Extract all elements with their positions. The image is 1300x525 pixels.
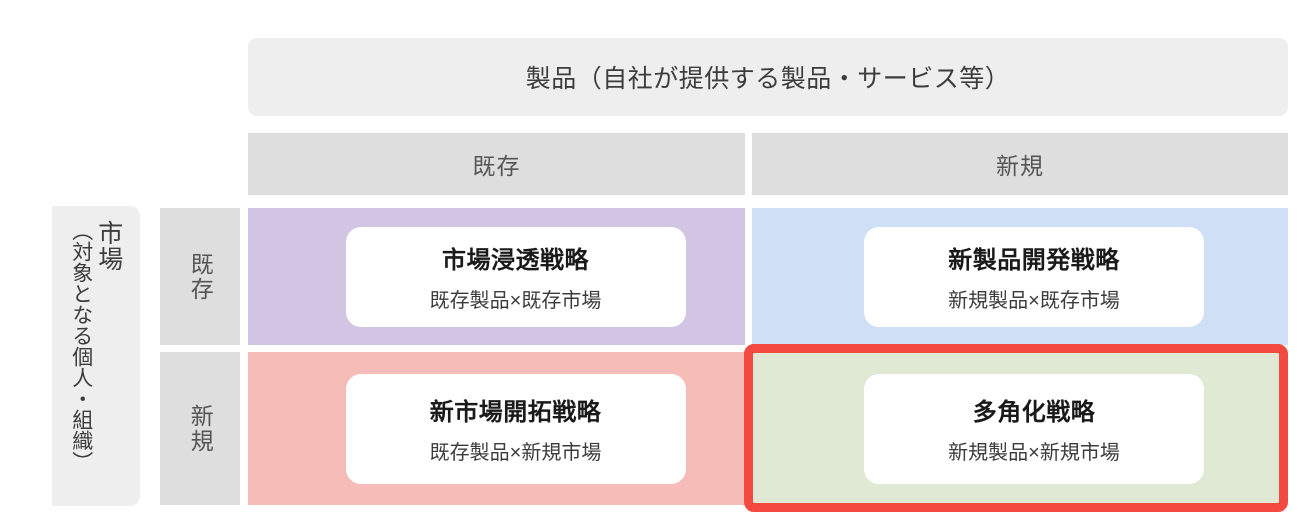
strategy-subtitle: 既存製品×新規市場 xyxy=(429,442,602,464)
strategy-card-market-development: 新市場開拓戦略 既存製品×新規市場 xyxy=(345,373,686,484)
strategy-card-product-development: 新製品開発戦略 新規製品×既存市場 xyxy=(864,226,1204,327)
row-header-new: 新規 xyxy=(160,352,240,505)
strategy-title: 多角化戦略 xyxy=(972,399,1096,426)
column-header-existing-label: 既存 xyxy=(472,153,521,179)
strategy-card-market-penetration: 市場浸透戦略 既存製品×既存市場 xyxy=(345,226,686,327)
strategy-title: 市場浸透戦略 xyxy=(442,247,589,274)
market-axis-subtitle: （対象となる個人・組織） xyxy=(69,220,93,472)
strategy-title: 新製品開発戦略 xyxy=(948,247,1120,274)
strategy-subtitle: 新規製品×既存市場 xyxy=(948,290,1120,312)
strategy-title: 新市場開拓戦略 xyxy=(429,399,602,426)
market-axis-header: 市場 （対象となる個人・組織） xyxy=(52,206,140,506)
quadrant-diversification: 多角化戦略 新規製品×新規市場 xyxy=(752,352,1288,505)
market-axis-title: 市場 xyxy=(94,220,123,272)
row-header-existing: 既存 xyxy=(160,208,240,345)
strategy-card-diversification: 多角化戦略 新規製品×新規市場 xyxy=(864,373,1204,484)
column-header-new: 新規 xyxy=(752,133,1288,195)
column-header-new-label: 新規 xyxy=(996,153,1044,179)
quadrant-market-development: 新市場開拓戦略 既存製品×新規市場 xyxy=(248,352,745,505)
product-axis-header: 製品（自社が提供する製品・サービス等） xyxy=(248,38,1288,116)
product-axis-title: 製品（自社が提供する製品・サービス等） xyxy=(525,65,1011,93)
quadrant-market-penetration: 市場浸透戦略 既存製品×既存市場 xyxy=(248,208,745,345)
strategy-subtitle: 既存製品×既存市場 xyxy=(429,290,602,312)
strategy-subtitle: 新規製品×新規市場 xyxy=(948,442,1120,464)
quadrant-product-development: 新製品開発戦略 新規製品×既存市場 xyxy=(752,208,1288,345)
row-header-new-label: 新規 xyxy=(187,403,214,454)
row-header-existing-label: 既存 xyxy=(187,251,214,302)
column-header-existing: 既存 xyxy=(248,133,745,195)
